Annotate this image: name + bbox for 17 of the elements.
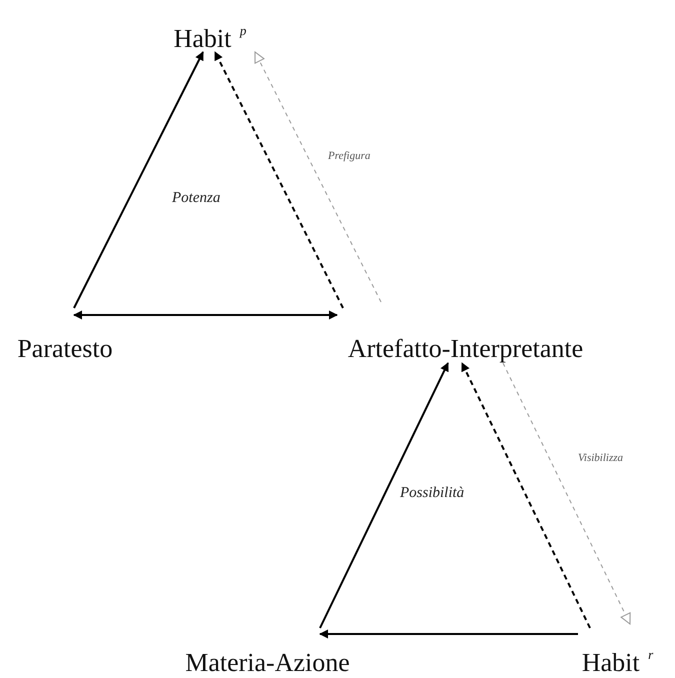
guide-arrow [502,362,631,624]
arrow [214,51,344,308]
node-label: Habit $^{p}$ [174,24,246,52]
edge-label: Prefigura [328,150,370,162]
arrow [319,362,449,628]
guide-arrow [254,52,382,302]
node-label: Paratesto [17,336,113,362]
arrow [319,630,578,638]
node-label: Materia-Azione [185,650,350,676]
region-label: Possibilità [400,485,464,502]
arrow [461,362,591,628]
node-label: Artefatto-Interpretante [348,336,584,362]
arrow [73,310,338,320]
region-label: Potenza [172,190,220,207]
arrow [73,51,204,308]
edge-label: Visibilizza [578,452,624,464]
node-label: Habit $^{r}$ [582,648,654,676]
